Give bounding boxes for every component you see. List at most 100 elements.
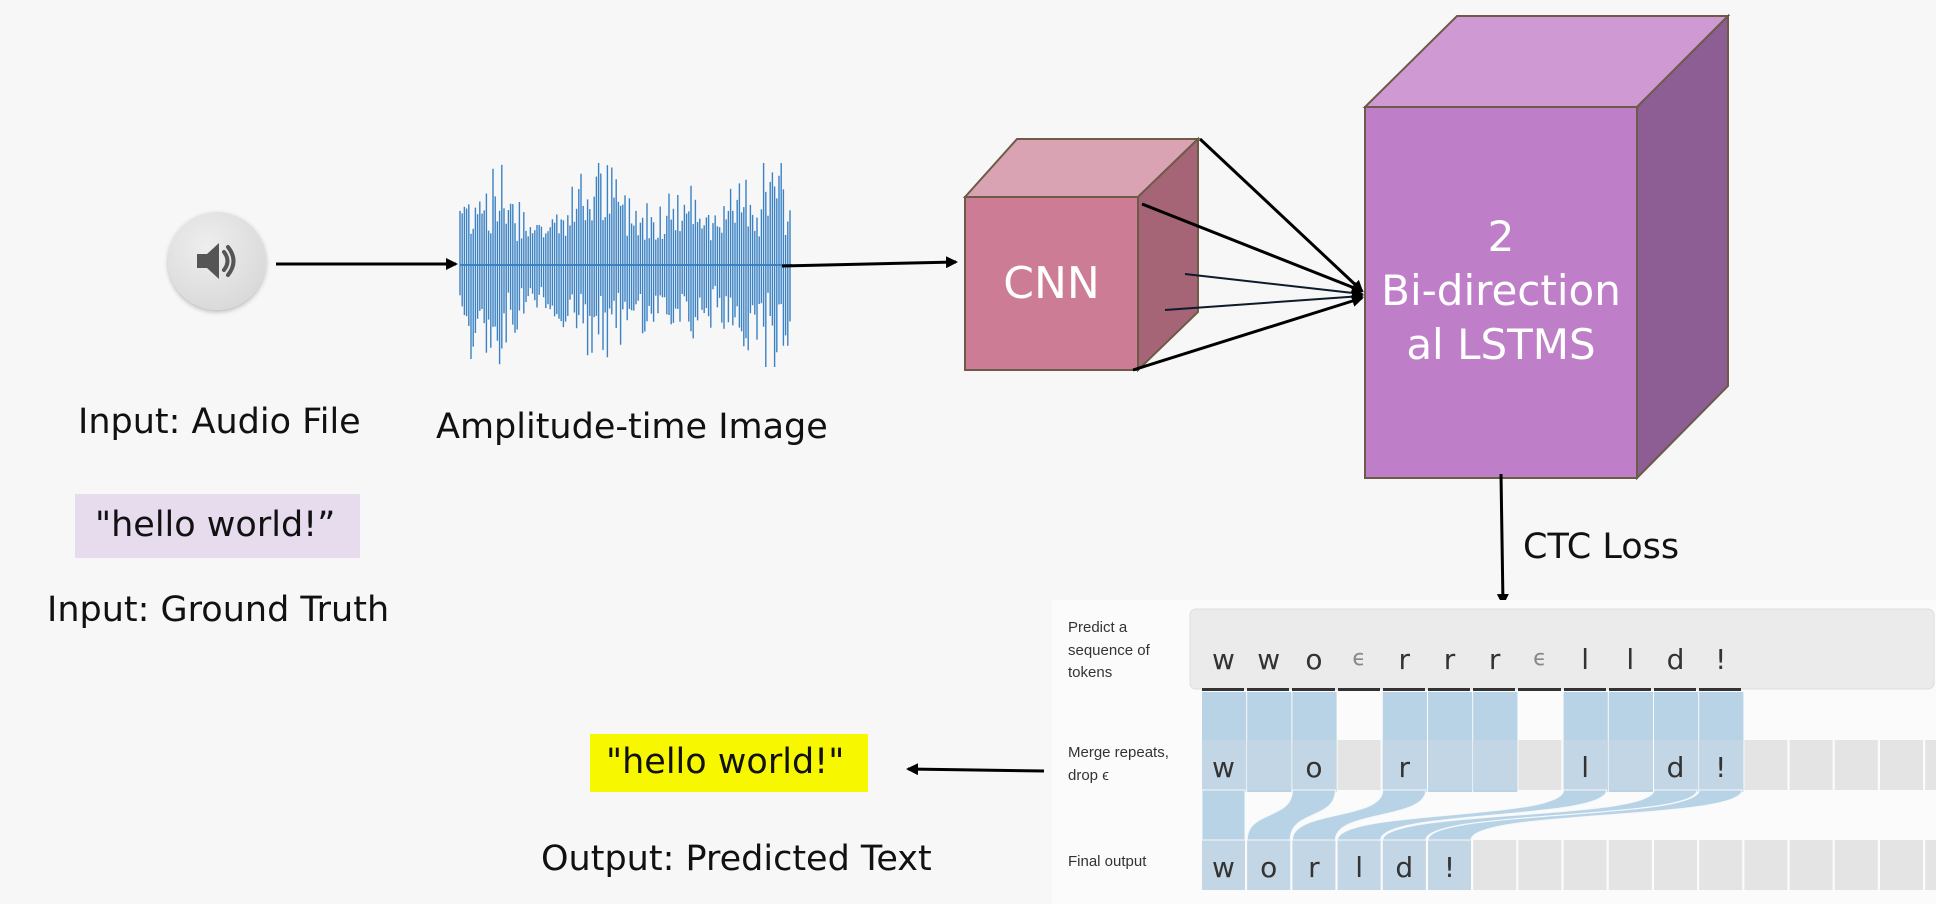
ctc-final-highlight [1428,840,1471,890]
ctc-final-token: w [1212,850,1235,884]
ctc-token-underline [1428,688,1471,691]
ctc-token: r [1443,642,1456,676]
arrow-waveform-to-cnn [781,256,958,269]
ctc-token-underline [1563,688,1606,691]
ctc-token-underline [1247,688,1290,691]
ctc-token-underline [1699,688,1742,691]
lstm-label: 2 Bi-direction al LSTMS [1365,210,1637,372]
ctc-token: r [1398,642,1411,676]
ctc-merged-token: ! [1715,750,1727,784]
ctc-final-cell [1654,840,1697,890]
ctc-token: w [1257,642,1281,676]
ctc-final-token: r [1308,850,1320,884]
ctc-row-label-predict: Predict a sequence of tokens [1068,617,1150,685]
cnn-block [962,136,1201,373]
lstm-label-line-1: 2 [1487,212,1515,261]
ctc-merged-token: o [1305,750,1323,784]
predicted-text-box: "hello world!" [590,734,868,792]
ctc-final-cell [1789,840,1833,890]
cnn-label: CNN [1003,258,1100,309]
ctc-final-highlight [1247,840,1291,890]
ctc-loss-label: CTC Loss [1523,527,1680,567]
ctc-merged-token: w [1212,750,1235,784]
ctc-merge-highlight [1382,740,1427,790]
predicted-text: "hello world!" [606,742,845,782]
ctc-final-highlight [1292,840,1336,890]
ctc-token-underline [1608,688,1651,691]
ctc-final-cell [1880,840,1923,890]
arrow-ctc-to-output [906,763,1045,776]
ctc-row-label-merge: Merge repeats, drop ϵ [1068,742,1169,787]
ctc-final-highlight [1337,840,1381,890]
ctc-merge-cell [1834,740,1878,790]
ctc-merged-token: l [1581,750,1589,784]
ctc-token-underline [1337,688,1380,691]
ctc-final-cell [1608,840,1652,890]
ctc-merge-highlight [1563,740,1608,790]
ctc-token-underline [1473,688,1516,691]
ctc-merge-flow [1246,789,1336,841]
ctc-final-highlight [1382,840,1426,890]
waveform-image [459,163,792,367]
ctc-merge-cell [1518,740,1562,790]
ctc-token-underline [1382,688,1425,691]
lstm-label-line-2: Bi-direction [1381,266,1621,315]
cnn-to-lstm-connections [1132,137,1364,372]
ctc-token: r [1488,642,1501,676]
ctc-token: ! [1715,642,1727,676]
ctc-final-token: o [1260,850,1278,884]
ctc-final-cell [1834,840,1878,890]
ctc-merge-cell [1744,740,1788,790]
arrow-lstm-to-ctc [1496,473,1509,606]
ctc-final-cell [1699,840,1743,890]
ctc-merge-highlight [1247,740,1292,790]
ctc-flows [1201,789,1743,841]
ctc-row-label-predict-line-3: tokens [1068,664,1113,681]
ctc-merge-highlight [1428,740,1473,790]
ctc-merge-flow [1337,789,1608,841]
ctc-merge-cell [1880,740,1923,790]
speaker-icon [197,243,236,279]
ctc-token: l [1581,642,1589,676]
ctc-token: o [1305,642,1323,676]
ctc-merge-highlight [1654,740,1699,790]
ctc-merge-cell [1337,740,1381,790]
ctc-token-underline [1202,688,1245,691]
audio-file-button[interactable] [168,212,266,310]
lstm-label-line-3: al LSTMS [1406,320,1596,369]
ctc-merge-highlight [1608,740,1653,790]
ctc-row-label-predict-line-1: Predict a [1068,619,1128,636]
ctc-token: l [1626,642,1635,676]
ctc-row-label-merge-line-2: drop ϵ [1068,766,1109,784]
ground-truth-label: Input: Ground Truth [47,590,390,630]
ctc-token-underline [1292,688,1335,691]
ground-truth-box: "hello world!” [75,494,360,558]
ctc-merge-highlight [1292,740,1337,790]
waveform-label: Amplitude-time Image [436,407,828,447]
ctc-token-underline [1518,688,1561,691]
ctc-final-cell [1563,840,1607,890]
ctc-final-token: d [1395,850,1414,884]
ctc-merged-token: d [1666,750,1685,784]
predicted-label: Output: Predicted Text [541,839,932,879]
ctc-merge-cell [1925,740,1936,790]
ctc-merge-highlight [1202,740,1247,790]
ctc-merge-flow [1427,789,1743,841]
ctc-token: w [1212,642,1235,676]
ctc-merge-flow [1201,789,1246,841]
ctc-token: d [1666,642,1685,676]
lstm-block [1362,13,1731,481]
ctc-final-cell [1473,840,1517,890]
ctc-final-highlight [1202,840,1245,890]
ctc-cells [1202,692,1936,890]
ctc-merge-highlight [1473,740,1518,790]
ctc-final-cell [1744,840,1788,890]
ground-truth-text: "hello world!” [95,505,336,545]
ctc-merge-cell [1789,740,1833,790]
ctc-token: ϵ [1533,646,1547,672]
input-audio-label: Input: Audio File [78,402,361,442]
ctc-token: ϵ [1352,646,1366,672]
ctc-final-token: l [1355,850,1363,884]
